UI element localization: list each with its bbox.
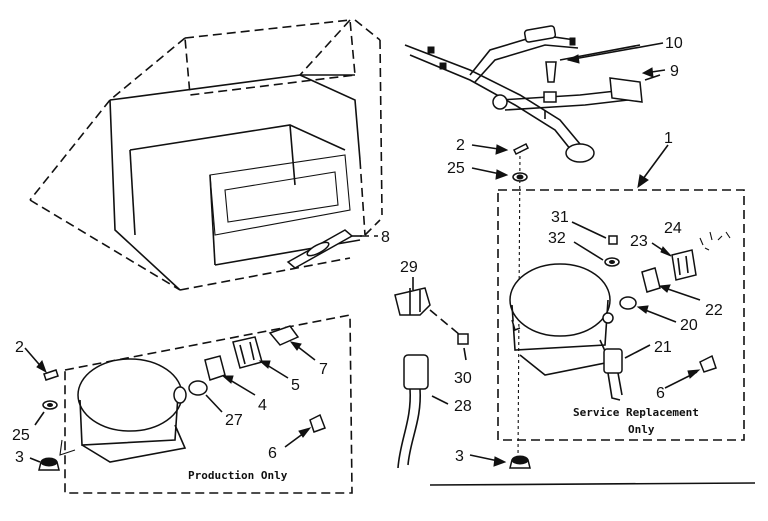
service-replacement-box <box>497 144 745 441</box>
left-mount-stack <box>24 347 60 471</box>
label-part-32: 32 <box>548 230 566 247</box>
label-part-25-right: 25 <box>447 160 465 177</box>
label-part-3-right: 3 <box>455 448 464 465</box>
label-part-10: 10 <box>665 35 683 52</box>
label-part-8: 8 <box>381 229 390 246</box>
label-part-23: 23 <box>630 233 648 250</box>
label-part-4: 4 <box>258 397 267 414</box>
caption-service-replacement: Service Replacement <box>573 406 699 419</box>
part-8-rod <box>286 229 378 269</box>
caption-service-only: Only <box>628 423 655 436</box>
label-part-30: 30 <box>454 370 472 387</box>
label-part-6-left: 6 <box>268 445 277 462</box>
label-part-27: 27 <box>225 412 243 429</box>
middle-parts <box>394 277 469 469</box>
label-part-25-left: 25 <box>12 427 30 444</box>
label-part-1: 1 <box>664 130 673 147</box>
leaders-top <box>566 42 666 78</box>
label-part-6-right: 6 <box>656 385 665 402</box>
label-part-9: 9 <box>670 63 679 80</box>
production-box <box>59 314 353 494</box>
label-part-29: 29 <box>400 259 418 276</box>
label-part-7: 7 <box>319 361 328 378</box>
label-part-21: 21 <box>654 339 672 356</box>
label-part-24: 24 <box>664 220 682 237</box>
right-mount-stack <box>469 142 531 469</box>
label-part-31: 31 <box>551 209 569 226</box>
label-part-28: 28 <box>454 398 472 415</box>
label-part-2-left: 2 <box>15 339 24 356</box>
label-part-3-left: 3 <box>15 449 24 466</box>
label-part-22: 22 <box>705 302 723 319</box>
label-part-20: 20 <box>680 317 698 334</box>
caption-production-only: Production Only <box>188 469 288 482</box>
part-labels: 1 2 25 3 10 9 8 29 30 28 31 32 23 24 22 … <box>12 35 723 466</box>
label-part-5: 5 <box>291 377 300 394</box>
wiring-harness <box>404 25 661 163</box>
label-part-2-right: 2 <box>456 137 465 154</box>
bottom-rule <box>429 482 756 486</box>
